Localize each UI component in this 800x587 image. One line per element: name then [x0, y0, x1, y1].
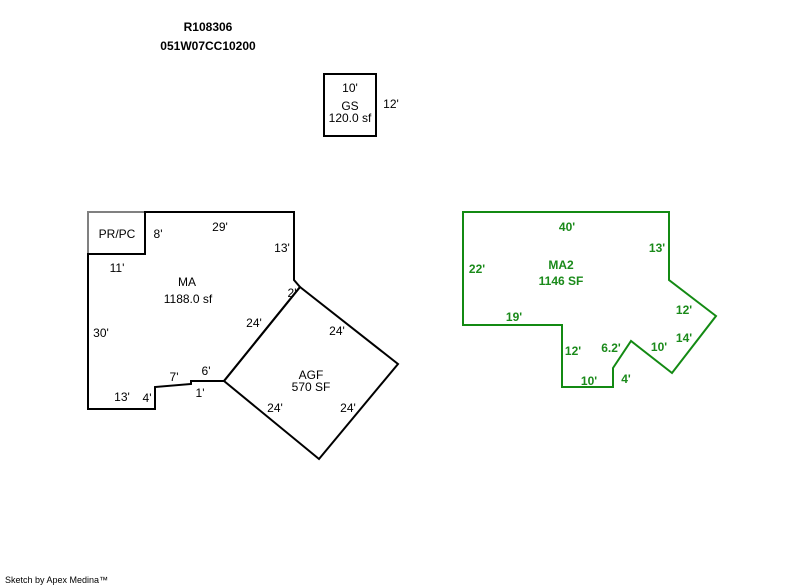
- gs-area: 120.0 sf: [329, 111, 372, 125]
- ma2-dim: 12': [676, 303, 692, 317]
- ma-dim: 6': [202, 364, 211, 378]
- agf-name: AGF: [299, 368, 324, 382]
- gs-name: GS: [341, 99, 358, 113]
- ma2-dim: 4': [621, 372, 631, 386]
- ma2-outline: [462, 211, 718, 388]
- prpc-name: PR/PC: [99, 227, 136, 241]
- ma-dim: 13': [114, 390, 130, 404]
- ma2-dim: 10': [581, 374, 597, 388]
- ma2-name: MA2: [548, 258, 574, 272]
- ma-dim: 1': [196, 386, 205, 400]
- ma2-area: 1146 SF: [539, 274, 584, 288]
- ma-name: MA: [178, 275, 196, 289]
- map-number: 051W07CC10200: [160, 39, 256, 53]
- ma-outline: [87, 211, 302, 410]
- gs-outline: [323, 73, 377, 137]
- agf-area: 570 SF: [292, 380, 331, 394]
- ma-dim: 24': [246, 316, 262, 330]
- ma2-dim: 22': [469, 262, 485, 276]
- agf-dim: 24': [329, 324, 345, 338]
- footer-credit: Sketch by Apex Medina™: [5, 575, 108, 585]
- ma-dim: 30': [93, 326, 109, 340]
- ma2-dim: 19': [506, 310, 522, 324]
- ma-area: 1188.0 sf: [164, 292, 213, 306]
- ma2-dim: 13': [649, 241, 665, 255]
- ma-dim: 2': [288, 286, 297, 300]
- agf-dim: 24': [267, 401, 283, 415]
- prpc-side: 8': [154, 227, 163, 241]
- ma-dim: 13': [274, 241, 290, 255]
- ma-dim: 7': [170, 370, 179, 384]
- gs-width: 10': [342, 81, 358, 95]
- agf-dim: 24': [340, 401, 356, 415]
- ma-dim: 29': [212, 220, 228, 234]
- ma-dim: 4': [143, 391, 152, 405]
- ma2-dim: 12': [565, 344, 581, 358]
- parcel-id: R108306: [184, 20, 233, 34]
- ma2-dim: 14': [676, 331, 692, 345]
- prpc-bottom: 11': [110, 261, 125, 275]
- ma2-dim: 10': [651, 340, 667, 354]
- agf-outline: [222, 285, 400, 461]
- ma2-dim: 6.2': [601, 341, 621, 355]
- gs-depth: 12': [383, 97, 399, 111]
- prpc-outline: [87, 211, 145, 254]
- ma2-dim: 40': [559, 220, 575, 234]
